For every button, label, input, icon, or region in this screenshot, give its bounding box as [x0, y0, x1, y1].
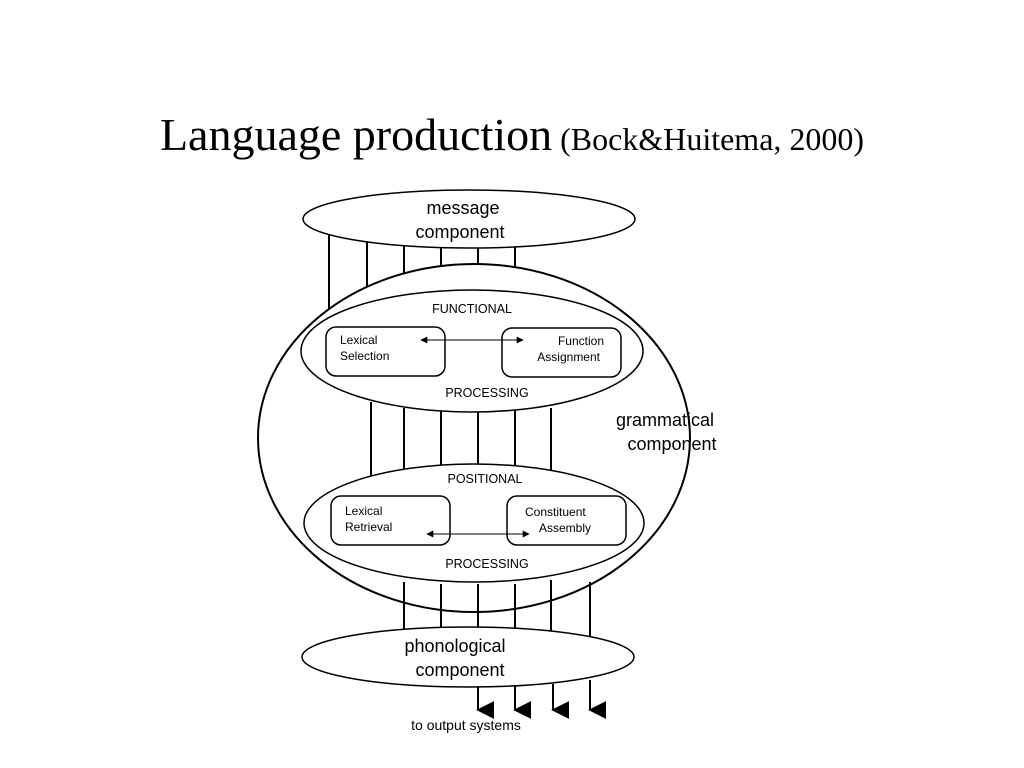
output-arrows [476, 680, 607, 719]
lexical-selection-box [325, 326, 446, 377]
lexical-retrieval-line1: Lexical [345, 504, 382, 518]
grammatical-component-line1: grammatical [616, 410, 714, 430]
grammatical-component-line2: component [627, 434, 716, 454]
positional-label: POSITIONAL [447, 472, 522, 486]
title-citation: (Bock&Huitema, 2000) [560, 121, 865, 157]
message-component-ellipse [302, 189, 636, 249]
lexical-selection-line2: Selection [340, 349, 389, 363]
lexical-selection-line1: Lexical [340, 333, 377, 347]
slide-title: Language production (Bock&Huitema, 2000) [0, 108, 1024, 161]
constituent-assembly-line1: Constituent [525, 505, 586, 519]
phonological-component-line2: component [415, 660, 504, 680]
phonological-component-ellipse [301, 626, 635, 688]
function-assignment-line2: Assignment [537, 350, 600, 364]
message-component-line1: message [426, 198, 499, 218]
constituent-assembly-line2: Assembly [539, 521, 591, 535]
lexical-retrieval-box [330, 495, 451, 546]
functional-to-positional-connectors [370, 402, 552, 476]
positional-processing-ellipse [303, 463, 645, 583]
constituent-assembly-box [506, 495, 627, 546]
functional-label: FUNCTIONAL [432, 302, 512, 316]
function-assignment-line1: Function [558, 334, 604, 348]
positional-processing-label: PROCESSING [445, 557, 528, 571]
lexical-retrieval-line2: Retrieval [345, 520, 392, 534]
message-component-line2: component [415, 222, 504, 242]
positional-to-phonological-connectors [403, 580, 591, 640]
output-systems-label: to output systems [411, 717, 521, 733]
function-assignment-box [501, 327, 622, 378]
functional-processing-label: PROCESSING [445, 386, 528, 400]
title-main: Language production [159, 109, 553, 160]
functional-processing-ellipse [300, 289, 644, 413]
phonological-component-line1: phonological [404, 636, 505, 656]
